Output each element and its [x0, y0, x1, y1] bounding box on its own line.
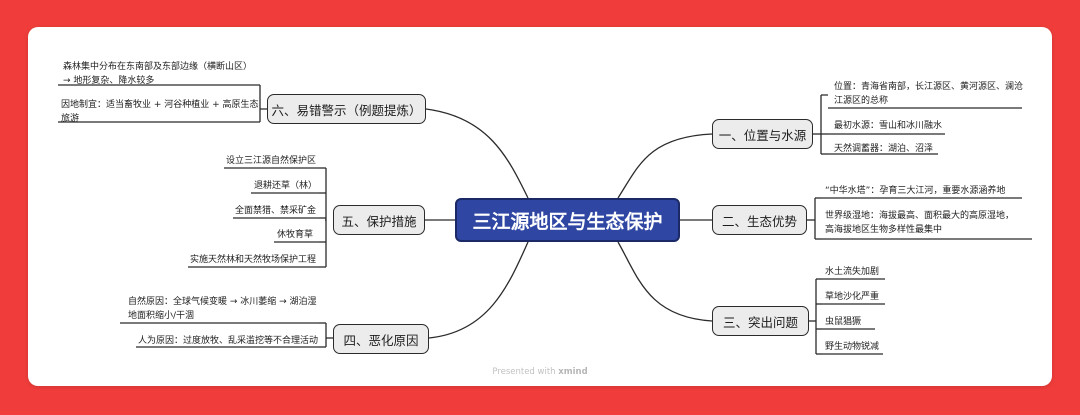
- branch-prominent-issues[interactable]: 三、突出问题: [712, 306, 809, 336]
- leaf-initial-water[interactable]: 最初水源：雪山和冰川融水: [834, 121, 943, 131]
- leaf-local-adaptation[interactable]: 因地制宜：适当畜牧业 + 河谷种植业 + 高原生态旅游: [61, 100, 259, 124]
- connector-branch-4: [428, 241, 529, 339]
- leaf-desertification[interactable]: 草地沙化严重: [825, 292, 880, 302]
- leaf-human-causes[interactable]: 人为原因：过度放牧、乱采滥挖等不合理活动: [138, 336, 319, 346]
- branch-location-water[interactable]: 一、位置与水源: [712, 119, 813, 149]
- connector-branch-1: [617, 133, 713, 199]
- leaf-wildlife-decline[interactable]: 野生动物锐减: [825, 342, 880, 352]
- branch-ecological-advantage[interactable]: 二、生态优势: [712, 205, 807, 235]
- leaf-wetland[interactable]: 世界级湿地：海拔最高、面积最大的高原湿地，高海拔地区生物多样性最集中: [825, 211, 1015, 235]
- xmind-logo: xmind: [558, 367, 588, 377]
- branch-deterioration-causes[interactable]: 四、恶化原因: [333, 324, 429, 354]
- connector-branch-3: [617, 241, 713, 322]
- leaf-ban-hunting[interactable]: 全面禁猎、禁采矿金: [235, 206, 317, 216]
- branch-protection-measures[interactable]: 五、保护措施: [333, 205, 425, 235]
- central-topic[interactable]: 三江源地区与生态保护: [455, 198, 680, 242]
- leaf-water-tower[interactable]: “中华水塔”：孕育三大江河，重要水源涵养地: [825, 186, 1006, 196]
- footer-prefix: Presented with: [492, 367, 556, 377]
- leaf-natural-causes[interactable]: 自然原因：全球气候变暖 → 冰川萎缩 → 湖泊湿地面积缩小/干涸: [128, 297, 317, 321]
- leaf-forest-protection[interactable]: 实施天然林和天然牧场保护工程: [190, 255, 317, 265]
- leaf-forest-distribution[interactable]: 森林集中分布在东南部及东部边缘（横断山区）→ 地形复杂、降水较多: [63, 62, 253, 86]
- connector-branch-6: [425, 108, 529, 199]
- leaf-reserve[interactable]: 设立三江源自然保护区: [226, 156, 317, 166]
- leaf-soil-erosion[interactable]: 水土流失加剧: [825, 267, 880, 277]
- leaf-grassland-return[interactable]: 退耕还草（林）: [254, 181, 318, 191]
- leaf-pests[interactable]: 虫鼠猖獗: [825, 317, 862, 327]
- leaf-natural-regulator[interactable]: 天然调蓄器：湖泊、沼泽: [834, 144, 934, 154]
- leaf-grazing-rest[interactable]: 休牧育草: [277, 230, 314, 240]
- leaf-location[interactable]: 位置：青海省南部，长江源区、黄河源区、澜沧江源区的总称: [834, 82, 1024, 106]
- branch-error-warnings[interactable]: 六、易错警示（例题提炼）: [267, 94, 426, 124]
- presented-with-footer: Presented with xmind: [28, 367, 1052, 377]
- mind-map-canvas: 三江源地区与生态保护 一、位置与水源 位置：青海省南部，长江源区、黄河源区、澜沧…: [28, 27, 1052, 386]
- connector-lines: [58, 84, 1032, 355]
